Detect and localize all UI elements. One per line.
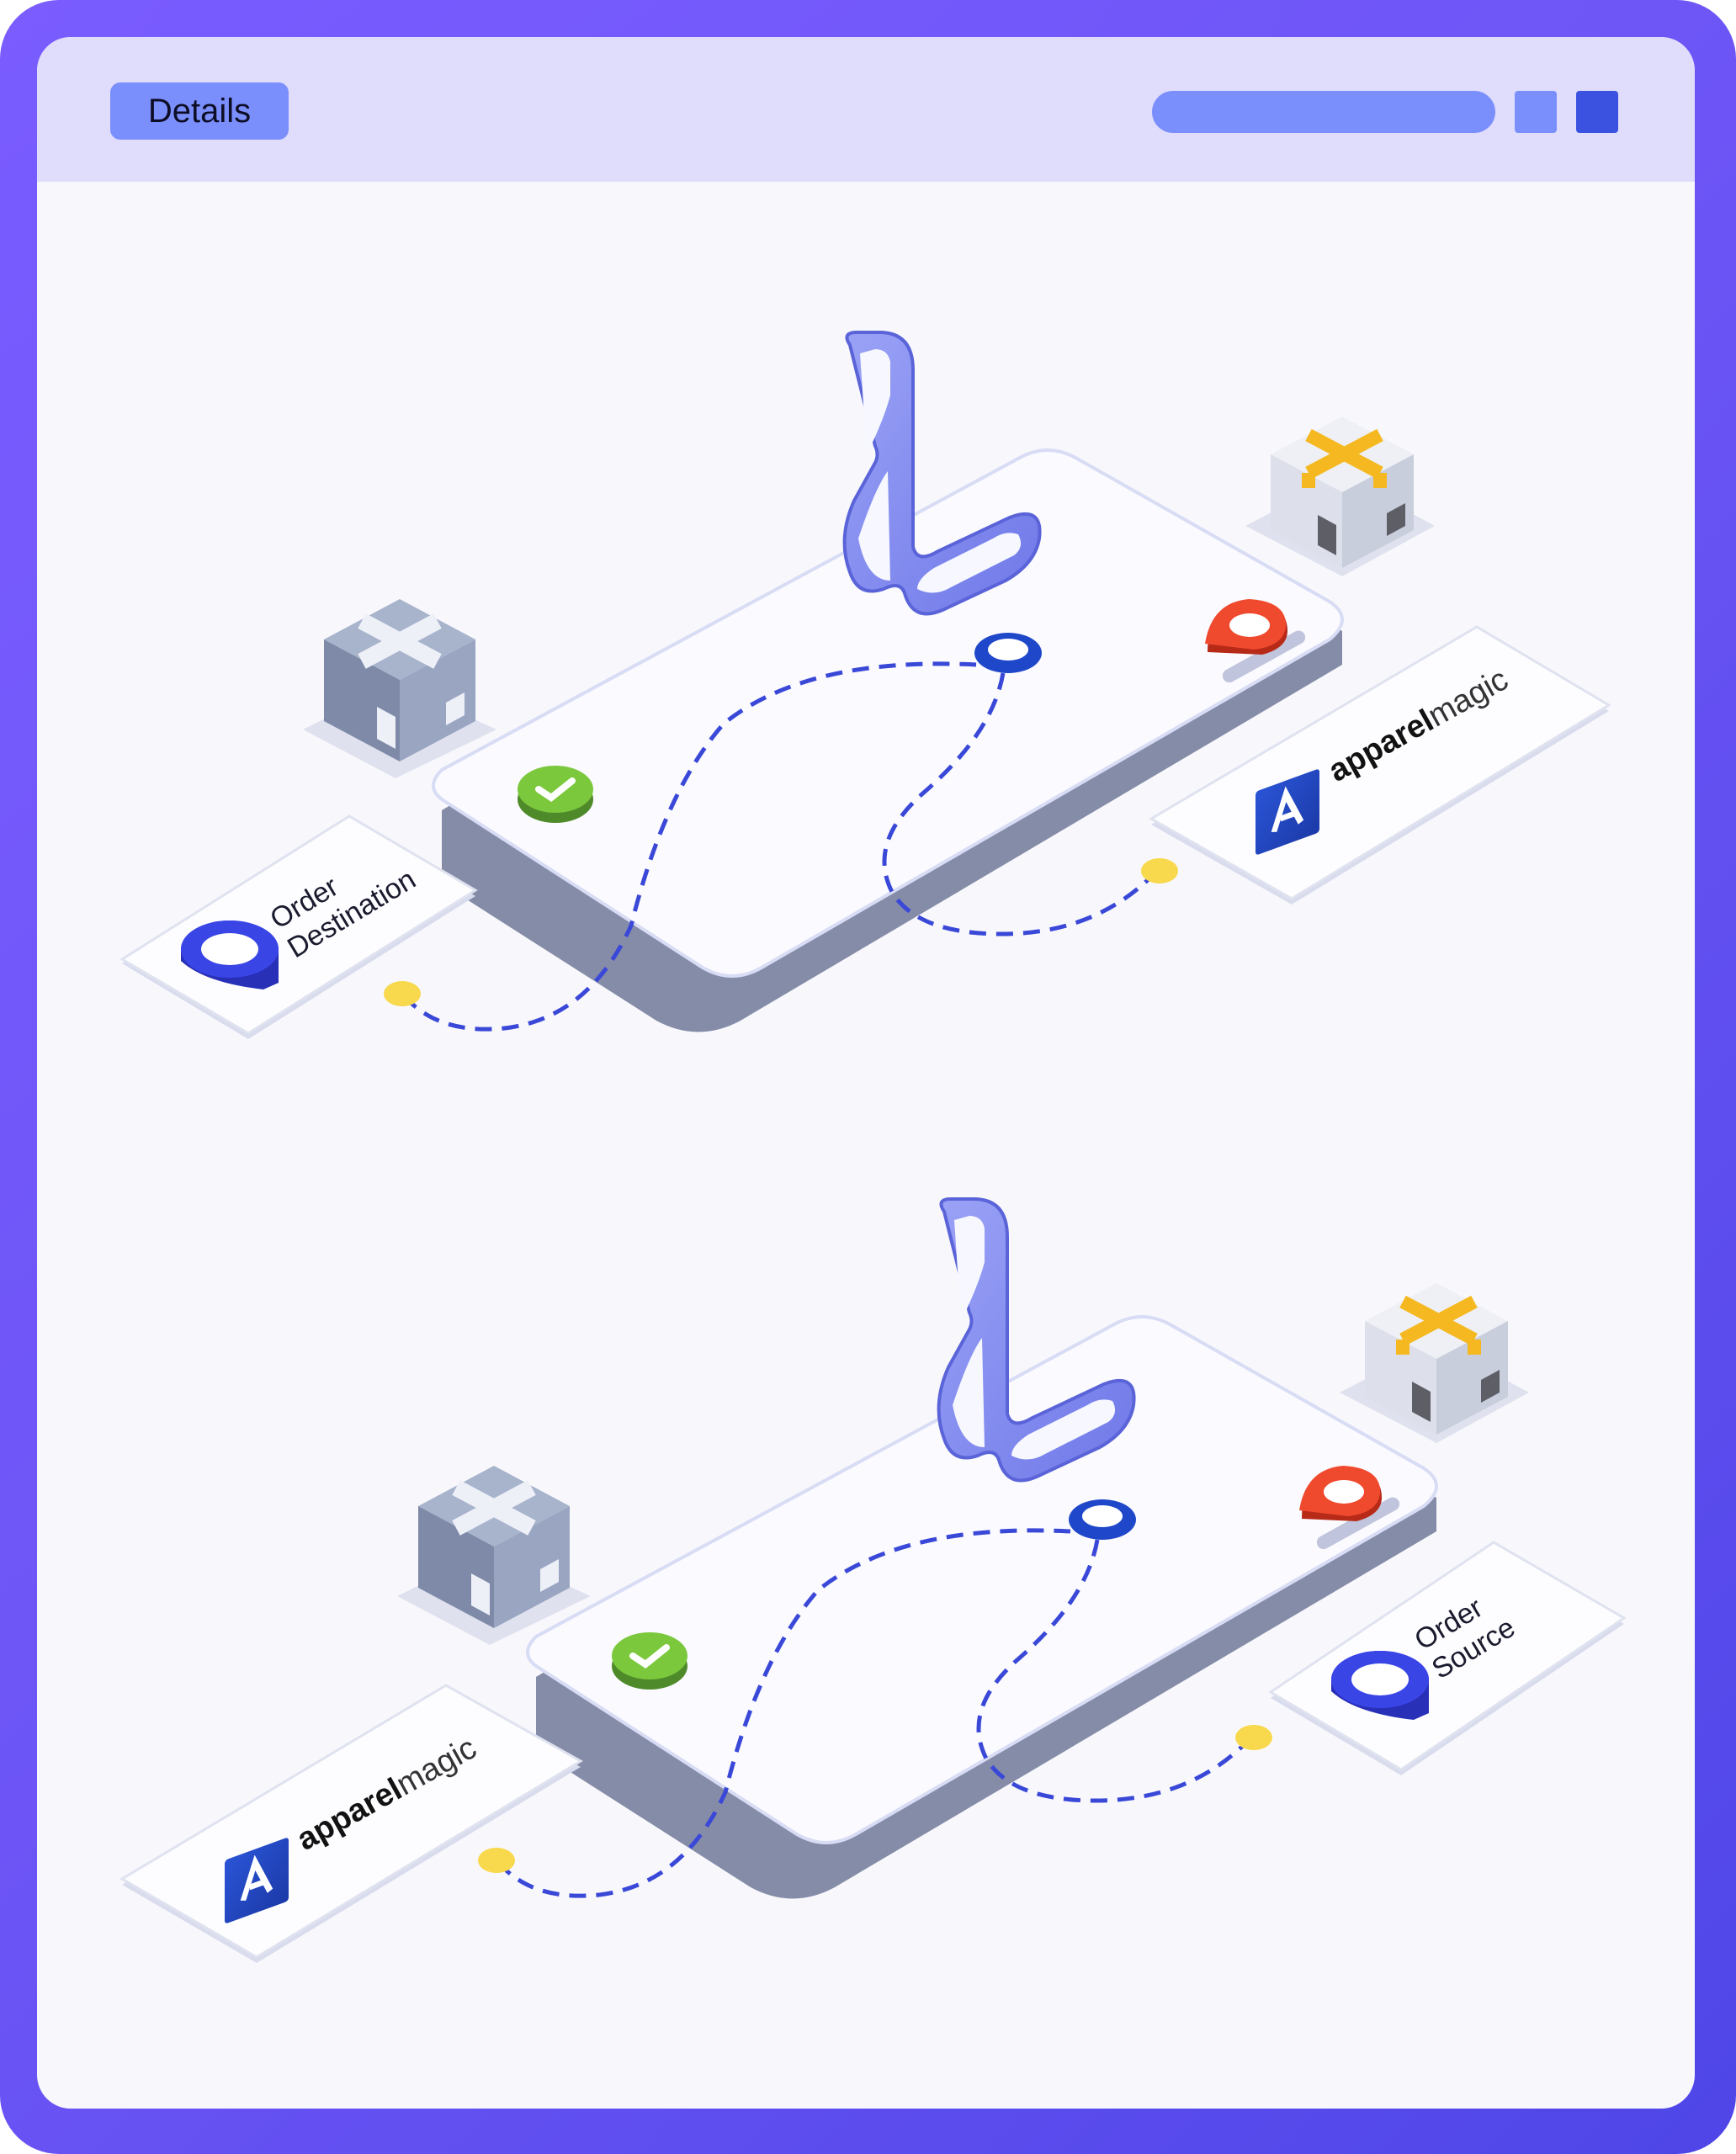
dashed-route [496, 1528, 1071, 1898]
yellow-dot [1235, 1725, 1272, 1750]
yellow-dot [478, 1848, 515, 1873]
check-icon [518, 766, 593, 823]
red-pin-icon [1205, 599, 1287, 655]
order-source-card[interactable]: Order Source [1268, 1541, 1627, 1775]
details-tab[interactable]: Details [110, 82, 289, 140]
white-package-icon [1340, 1283, 1529, 1443]
check-icon [612, 1632, 687, 1690]
blue-ring-icon [1069, 1499, 1136, 1540]
scene-bottom [397, 1197, 1529, 1901]
gray-package-icon [397, 1466, 591, 1645]
yellow-dot [384, 981, 421, 1006]
window-control-button-dark[interactable] [1576, 91, 1618, 133]
white-package-icon [1245, 416, 1435, 576]
yellow-dot [1141, 858, 1178, 883]
window-control-button[interactable] [1515, 91, 1557, 133]
dashed-route [402, 661, 977, 1032]
search-bar[interactable] [1152, 91, 1495, 133]
gray-package-icon [303, 599, 496, 778]
dashed-route [976, 1539, 1249, 1803]
red-pin-icon [1299, 1466, 1382, 1521]
dashed-route [882, 672, 1155, 936]
title-bar: Details [37, 37, 1695, 182]
apparelmagic-card-bottom[interactable]: apparelmagic [119, 1684, 583, 1963]
order-destination-card[interactable]: Order Destination [119, 814, 478, 1039]
blue-ring-icon [974, 633, 1042, 673]
apparelmagic-card-top[interactable]: apparelmagic [1149, 625, 1611, 905]
scene-top: Order Destination apparelmagic [119, 331, 1611, 1039]
